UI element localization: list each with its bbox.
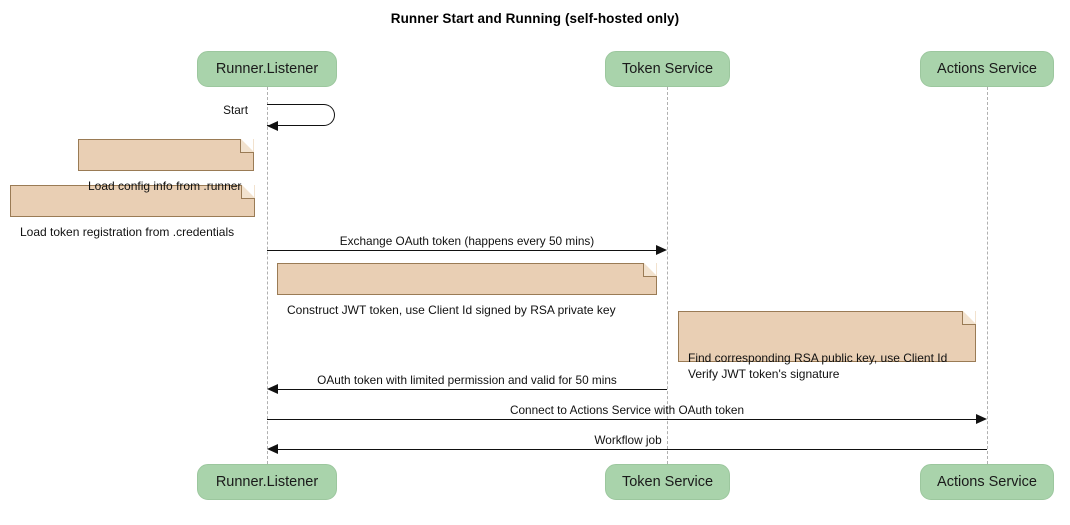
note-text: Construct JWT token, use Client Id signe… bbox=[287, 303, 616, 317]
note-fold-corner-icon bbox=[643, 262, 657, 277]
participant-token-bottom[interactable]: Token Service bbox=[605, 464, 730, 500]
note-fold-corner-icon bbox=[240, 138, 254, 153]
participant-runner-top[interactable]: Runner.Listener bbox=[197, 51, 337, 87]
lifeline-runner bbox=[267, 87, 268, 464]
participant-label: Actions Service bbox=[937, 61, 1037, 77]
message-line-workflow-job bbox=[278, 449, 987, 450]
participant-actions-top[interactable]: Actions Service bbox=[920, 51, 1054, 87]
lifeline-token bbox=[667, 87, 668, 464]
message-arrowhead-oauth-token-response bbox=[267, 384, 278, 394]
participant-label: Token Service bbox=[621, 61, 714, 77]
note-construct-jwt-token: Construct JWT token, use Client Id signe… bbox=[277, 262, 657, 317]
message-label-start: Start bbox=[223, 103, 248, 117]
message-label-exchange-oauth-token: Exchange OAuth token (happens every 50 m… bbox=[339, 234, 595, 248]
note-find-rsa-public-key: Find corresponding RSA public key, use C… bbox=[678, 310, 976, 381]
participant-label: Runner.Listener bbox=[215, 474, 319, 490]
participant-label: Runner.Listener bbox=[215, 61, 319, 77]
note-text: Load token registration from .credential… bbox=[20, 225, 235, 239]
message-arrowhead-start bbox=[267, 121, 278, 131]
message-line-oauth-token-response bbox=[278, 389, 667, 390]
message-arrowhead-exchange-oauth-token bbox=[656, 245, 667, 255]
note-text: Load config info from .runner bbox=[88, 179, 242, 193]
note-load-config-info: Load config info from .runner bbox=[78, 138, 254, 193]
message-line-exchange-oauth-token bbox=[267, 250, 657, 251]
note-load-token-registration: Load token registration from .credential… bbox=[10, 184, 255, 239]
message-arrowhead-workflow-job bbox=[267, 444, 278, 454]
participant-actions-bottom[interactable]: Actions Service bbox=[920, 464, 1054, 500]
participant-label: Token Service bbox=[621, 474, 714, 490]
message-arrowhead-connect-actions-service bbox=[976, 414, 987, 424]
participant-token-top[interactable]: Token Service bbox=[605, 51, 730, 87]
message-line-connect-actions-service bbox=[267, 419, 977, 420]
page-title: Runner Start and Running (self-hosted on… bbox=[390, 11, 680, 26]
note-fold-corner-icon bbox=[962, 310, 976, 325]
lifeline-actions bbox=[987, 87, 988, 464]
message-label-connect-actions-service: Connect to Actions Service with OAuth to… bbox=[509, 403, 745, 417]
note-fold-corner-icon bbox=[241, 184, 255, 199]
message-self-loop-start bbox=[267, 104, 335, 126]
message-label-oauth-token-response: OAuth token with limited permission and … bbox=[317, 373, 617, 387]
participant-label: Actions Service bbox=[937, 474, 1037, 490]
note-text: Find corresponding RSA public key, use C… bbox=[688, 351, 948, 381]
message-label-workflow-job: Workflow job bbox=[594, 433, 662, 447]
participant-runner-bottom[interactable]: Runner.Listener bbox=[197, 464, 337, 500]
